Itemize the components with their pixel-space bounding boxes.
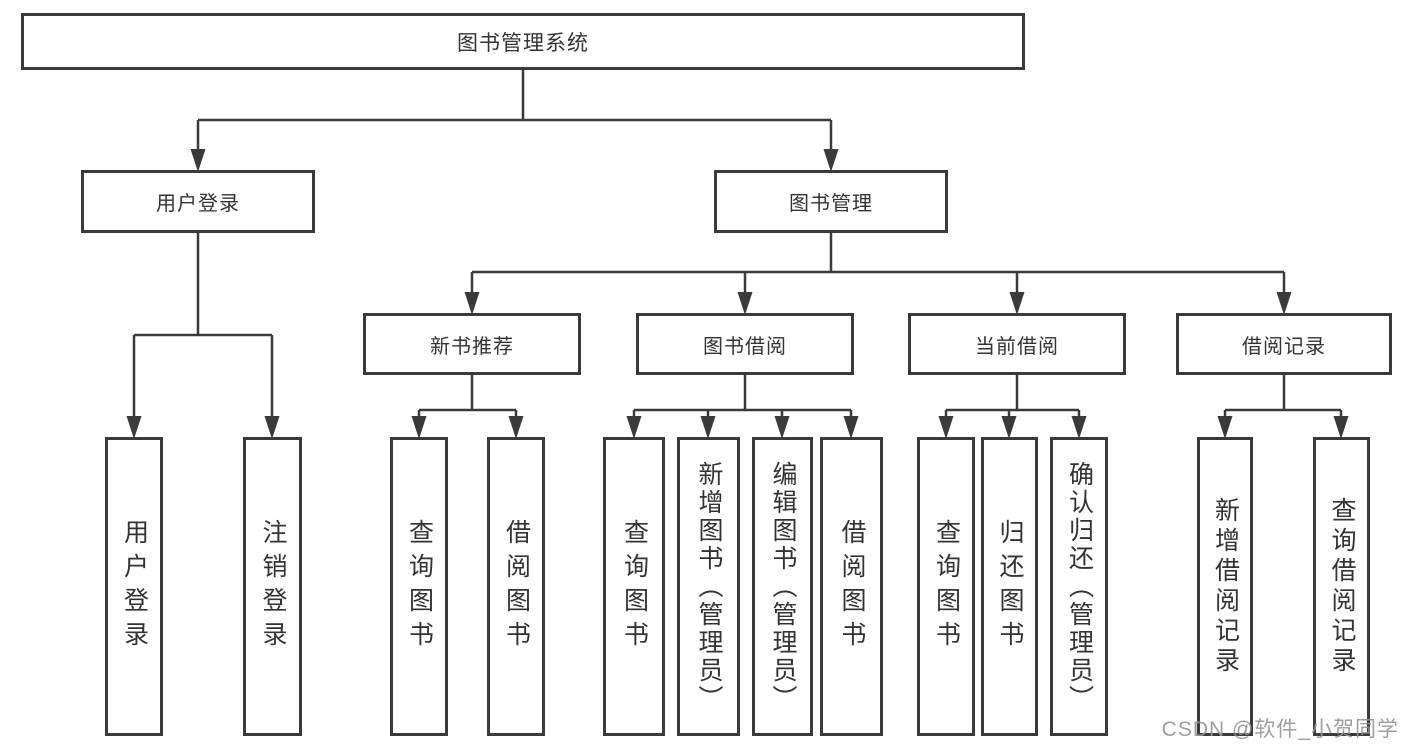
node-label: 借阅图书: [502, 518, 531, 655]
leaf-query-books-current: 查询图书: [917, 437, 975, 736]
leaf-borrow-books-recommend: 借阅图书: [487, 437, 545, 736]
leaf-add-book-admin: 新增图书（管理员）: [677, 437, 740, 736]
leaf-confirm-return-admin: 确认归还（管理员）: [1050, 437, 1108, 736]
node-label: 用户登录: [156, 193, 240, 215]
node-label: 图书借阅: [703, 335, 787, 358]
node-new-book-recommendation: 新书推荐: [363, 313, 581, 375]
leaf-borrow-books: 借阅图书: [820, 437, 883, 736]
node-label: 查询图书: [405, 518, 434, 655]
node-label: 编辑图书（管理员）: [769, 460, 797, 713]
leaf-edit-book-admin: 编辑图书（管理员）: [752, 437, 813, 736]
leaf-return-book: 归还图书: [981, 437, 1038, 736]
node-label: 借阅记录: [1242, 335, 1326, 358]
leaf-add-borrow-record: 新增借阅记录: [1197, 437, 1253, 736]
node-label: 查询图书: [620, 518, 649, 655]
node-label: 确认归还（管理员）: [1065, 460, 1094, 713]
node-label: 查询图书: [932, 518, 961, 655]
node-label: 查询借阅记录: [1328, 496, 1356, 677]
csdn-watermark: CSDN @软件_小贺同学: [1161, 718, 1399, 741]
leaf-query-borrow-record: 查询借阅记录: [1313, 437, 1370, 736]
node-label: 归还图书: [996, 518, 1024, 655]
node-label: 新增借阅记录: [1211, 496, 1240, 677]
node-book-management: 图书管理: [714, 170, 948, 233]
node-label: 新增图书（管理员）: [695, 460, 723, 713]
leaf-logout: 注销登录: [243, 437, 302, 736]
leaf-query-books-borrow: 查询图书: [603, 437, 665, 736]
node-borrowing-records: 借阅记录: [1176, 313, 1392, 375]
node-label: 用户登录: [120, 518, 149, 655]
node-label: 图书管理系统: [457, 31, 589, 55]
node-current-borrowing: 当前借阅: [908, 313, 1126, 375]
leaf-user-login: 用户登录: [105, 437, 163, 736]
node-library-management-system: 图书管理系统: [21, 13, 1025, 70]
node-label: 借阅图书: [838, 518, 866, 655]
node-book-borrowing: 图书借阅: [636, 313, 854, 375]
node-label: 图书管理: [789, 193, 873, 215]
node-label: 新书推荐: [430, 335, 514, 358]
leaf-query-books-recommend: 查询图书: [390, 437, 448, 736]
node-label: 当前借阅: [975, 335, 1059, 358]
node-user-login: 用户登录: [81, 170, 315, 233]
node-label: 注销登录: [259, 518, 287, 655]
